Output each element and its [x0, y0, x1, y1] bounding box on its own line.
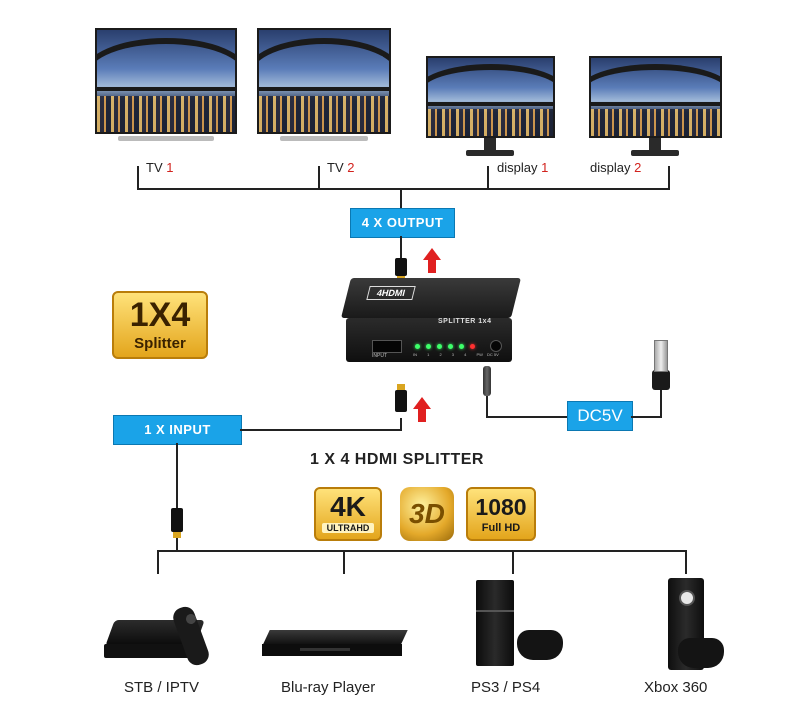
led-icon	[470, 344, 475, 349]
source-label-ps: PS3 / PS4	[471, 679, 541, 696]
badge-3d: 3D	[400, 487, 454, 541]
led-icon	[459, 344, 464, 349]
dc-plug-icon	[483, 366, 491, 396]
hdmi-plug-icon	[395, 258, 407, 276]
usb-plug-icon	[652, 370, 670, 390]
output-bus-line	[137, 188, 670, 190]
connector-line	[318, 166, 320, 190]
device-logo: 4HDMI	[366, 286, 416, 300]
tv-2-stand	[280, 136, 368, 141]
output-label-display2: display 2	[590, 160, 642, 175]
output-box: 4 X OUTPUT	[350, 208, 455, 238]
source-label-stb: STB / IPTV	[124, 679, 200, 696]
port-input-label: INPUT	[372, 353, 387, 359]
gamepad-icon	[678, 638, 724, 668]
input-box: 1 X INPUT	[113, 415, 242, 445]
badge-1080: 1080 Full HD	[466, 487, 536, 541]
power-box: DC5V	[567, 401, 633, 431]
connector-line	[487, 166, 489, 190]
badge-small-text: Splitter	[134, 335, 186, 352]
led-icon	[415, 344, 420, 349]
port-power-label: DC 5V	[487, 352, 499, 357]
led-icon	[437, 344, 442, 349]
tv-1-stand	[118, 136, 214, 141]
power-port-icon	[490, 340, 502, 352]
connector-line	[668, 166, 670, 190]
hdmi-plug-icon	[171, 508, 183, 532]
led-icon	[426, 344, 431, 349]
diagram-title: 1 X 4 HDMI SPLITTER	[310, 451, 484, 468]
splitter-badge: 1X4 Splitter	[112, 291, 208, 359]
device-name: SPLITTER 1x4	[438, 318, 492, 325]
badge-4k: 4K ULTRAHD	[314, 487, 382, 541]
hdmi-plug-icon	[395, 390, 407, 412]
connector-line	[400, 188, 402, 208]
tv-2-screen	[257, 28, 391, 134]
badge-big-text: 1X4	[129, 296, 191, 334]
gamepad-icon	[517, 630, 563, 660]
hdmi-port-icon	[372, 340, 402, 353]
led-icon	[448, 344, 453, 349]
source-bus-line	[157, 550, 687, 552]
output-label-tv2: TV 2	[327, 160, 355, 175]
source-label-xbox: Xbox 360	[644, 679, 708, 696]
display-1-screen	[426, 56, 555, 138]
display-2-screen	[589, 56, 722, 138]
output-label-display1: display 1	[497, 160, 549, 175]
output-label-tv1: TV 1	[146, 160, 174, 175]
source-label-bluray: Blu-ray Player	[281, 679, 376, 696]
tv-1-screen	[95, 28, 237, 134]
connector-line	[137, 166, 139, 190]
